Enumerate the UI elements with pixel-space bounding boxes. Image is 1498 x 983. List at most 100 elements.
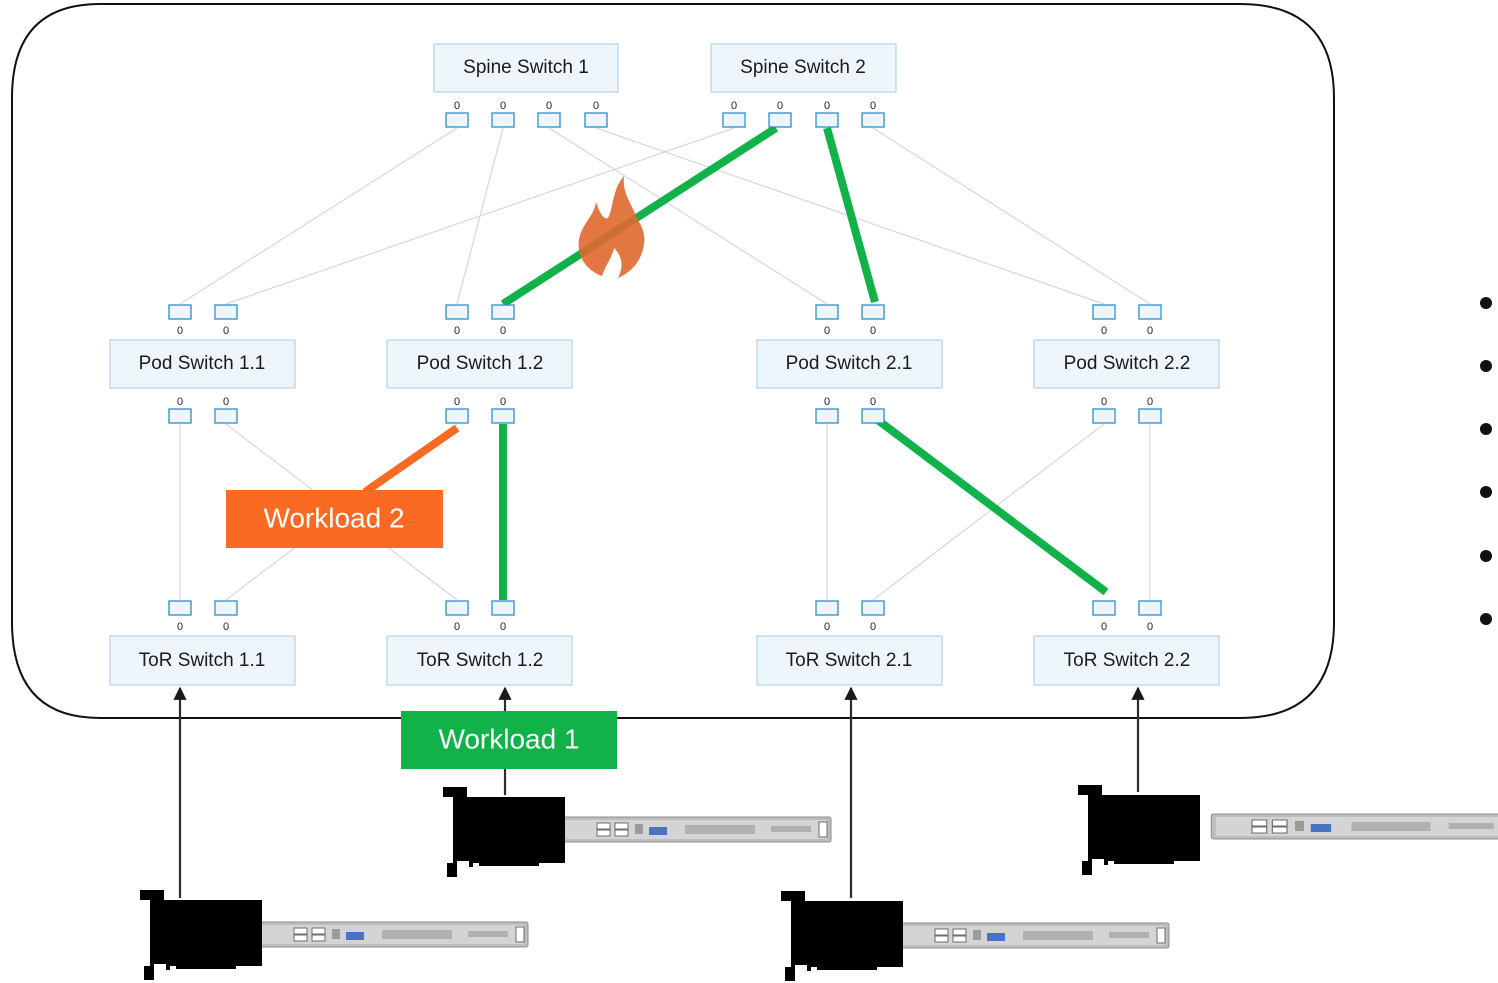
nic-card-icon <box>781 891 903 981</box>
port-count: 0 <box>824 325 830 337</box>
nic-card-icon <box>1078 785 1200 875</box>
rack-server-image <box>898 922 1170 949</box>
server-2[interactable] <box>443 787 832 877</box>
port[interactable] <box>445 304 469 320</box>
tor-switch-1-1-label: ToR Switch 1.1 <box>139 650 266 671</box>
tor-switch-2-2-label: ToR Switch 2.2 <box>1064 650 1191 671</box>
port[interactable] <box>1092 600 1116 616</box>
workload-1-path <box>499 124 1109 600</box>
spine-switch-2-ports: 0 0 0 0 <box>722 100 885 128</box>
port[interactable] <box>214 304 238 320</box>
port[interactable] <box>491 112 515 128</box>
workload-2-label: Workload 2 <box>226 490 443 548</box>
port[interactable] <box>168 600 192 616</box>
port[interactable] <box>537 112 561 128</box>
port[interactable] <box>815 304 839 320</box>
port-count: 0 <box>1101 396 1107 408</box>
port-count: 0 <box>500 100 506 112</box>
spine-switch-1-label: Spine Switch 1 <box>463 57 589 78</box>
port[interactable] <box>815 408 839 424</box>
port[interactable] <box>491 408 515 424</box>
server-3[interactable] <box>781 891 1170 981</box>
port[interactable] <box>214 600 238 616</box>
pod-switch-2-2[interactable]: Pod Switch 2.2 <box>1033 339 1220 389</box>
bullet <box>1480 486 1492 498</box>
spine-pod-links <box>179 127 1151 305</box>
pod-switch-2-1-label: Pod Switch 2.1 <box>786 353 913 374</box>
port[interactable] <box>1138 304 1162 320</box>
port-count: 0 <box>500 396 506 408</box>
port-count: 0 <box>870 100 876 112</box>
pod-switch-2-2-label: Pod Switch 2.2 <box>1064 353 1191 374</box>
port-count: 0 <box>731 100 737 112</box>
port-count: 0 <box>223 325 229 337</box>
pod-switch-1-2-label: Pod Switch 1.2 <box>417 353 544 374</box>
port-count: 0 <box>1147 325 1153 337</box>
port[interactable] <box>491 600 515 616</box>
port[interactable] <box>168 304 192 320</box>
spine-switch-2-label: Spine Switch 2 <box>740 57 866 78</box>
tor-switch-1-1[interactable]: ToR Switch 1.1 <box>109 635 296 686</box>
server-1[interactable] <box>140 890 529 980</box>
port-count: 0 <box>223 396 229 408</box>
nic-card-icon <box>443 787 565 877</box>
port[interactable] <box>1138 408 1162 424</box>
port[interactable] <box>1092 408 1116 424</box>
port-count: 0 <box>870 396 876 408</box>
workload-2-text: Workload 2 <box>263 502 404 533</box>
port-count: 0 <box>870 621 876 633</box>
port-count: 0 <box>777 100 783 112</box>
port[interactable] <box>861 600 885 616</box>
spine-switch-2[interactable]: Spine Switch 2 <box>710 43 897 93</box>
pod-switch-2-1[interactable]: Pod Switch 2.1 <box>756 339 943 389</box>
port-count: 0 <box>1147 396 1153 408</box>
bullet <box>1480 550 1492 562</box>
port[interactable] <box>491 304 515 320</box>
bullet <box>1480 297 1492 309</box>
port[interactable] <box>1138 600 1162 616</box>
server-4[interactable] <box>1078 785 1498 875</box>
uplinks <box>173 686 1145 898</box>
port[interactable] <box>815 112 839 128</box>
port-count: 0 <box>177 396 183 408</box>
port[interactable] <box>722 112 746 128</box>
spine-switch-1-ports: 0 0 0 0 <box>445 100 608 128</box>
port-count: 0 <box>1101 325 1107 337</box>
port[interactable] <box>445 408 469 424</box>
port[interactable] <box>815 600 839 616</box>
pod-switch-1-1[interactable]: Pod Switch 1.1 <box>109 339 296 389</box>
fabric-boundary <box>11 3 1335 719</box>
port-count: 0 <box>546 100 552 112</box>
tor-switch-1-2[interactable]: ToR Switch 1.2 <box>386 635 573 686</box>
tor-ports: 0 0 0 0 0 0 0 0 <box>168 600 1162 633</box>
port[interactable] <box>584 112 608 128</box>
port[interactable] <box>214 408 238 424</box>
port[interactable] <box>768 112 792 128</box>
port[interactable] <box>861 304 885 320</box>
fire-icon <box>578 176 645 278</box>
port-count: 0 <box>824 621 830 633</box>
tor-switch-2-2[interactable]: ToR Switch 2.2 <box>1033 635 1220 686</box>
port-count: 0 <box>1101 621 1107 633</box>
port[interactable] <box>445 600 469 616</box>
port[interactable] <box>861 408 885 424</box>
port[interactable] <box>861 112 885 128</box>
port-count: 0 <box>177 325 183 337</box>
bullet <box>1480 613 1492 625</box>
port[interactable] <box>1092 304 1116 320</box>
port-count: 0 <box>177 621 183 633</box>
pod-bottom-ports: 0 0 0 0 0 0 0 0 <box>168 396 1162 424</box>
port[interactable] <box>168 408 192 424</box>
port-count: 0 <box>824 100 830 112</box>
bullet <box>1480 423 1492 435</box>
port[interactable] <box>445 112 469 128</box>
workload-1-text: Workload 1 <box>438 723 579 754</box>
spine-switch-1[interactable]: Spine Switch 1 <box>433 43 619 93</box>
port-count: 0 <box>454 100 460 112</box>
port-count: 0 <box>593 100 599 112</box>
pod-switch-1-2[interactable]: Pod Switch 1.2 <box>386 339 573 389</box>
tor-switch-2-1-label: ToR Switch 2.1 <box>786 650 913 671</box>
tor-switch-2-1[interactable]: ToR Switch 2.1 <box>756 635 943 686</box>
port-count: 0 <box>500 621 506 633</box>
